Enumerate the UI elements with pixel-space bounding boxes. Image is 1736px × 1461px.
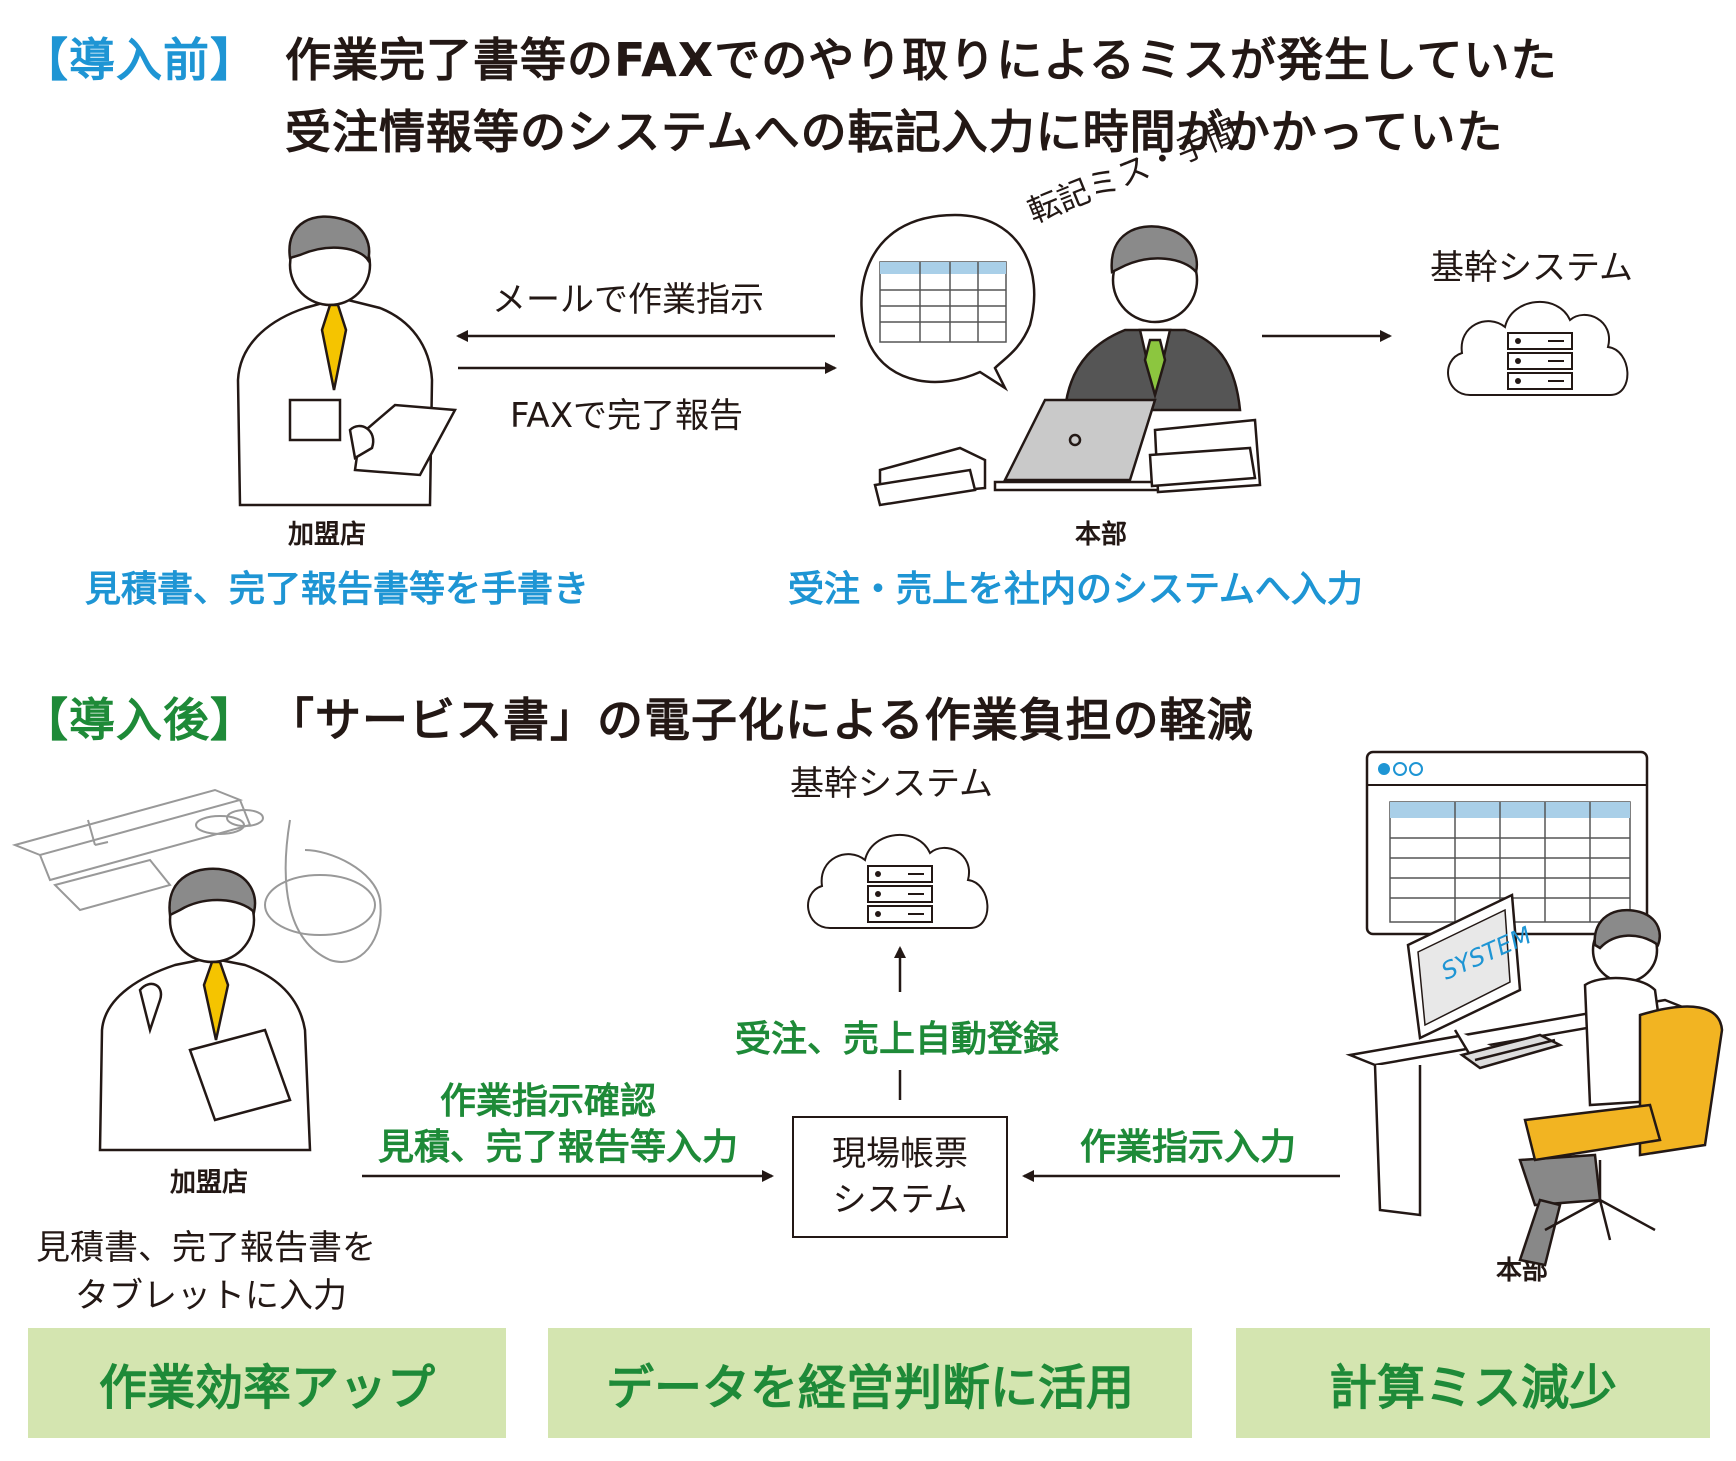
center-box-line1: 現場帳票 [832,1134,968,1174]
after-cloud-server-icon [807,833,989,929]
field-form-system-box: 現場帳票 システム [792,1116,1008,1238]
before-heading-line1: 作業完了書等のFAXでのやり取りによるミスが発生していた [285,33,1558,87]
before-hq-label: 本部 [1075,520,1128,550]
before-franchise-label: 加盟店 [288,520,367,550]
after-franchise-label: 加盟店 [170,1168,249,1198]
left-arrow-label-1: 作業指示確認 [440,1081,657,1122]
after-system-label: 基幹システム [790,764,993,804]
worker-with-tablet-icon [236,215,458,507]
franchise-worker-tablet-icon [98,867,312,1152]
mail-instruction-label: メールで作業指示 [492,280,764,320]
office-worker-at-pc-icon [1345,893,1724,1267]
kitchen-toilet-icon [11,788,382,963]
before-heading-line2: 受注情報等のシステムへの転記入力に時間がかかっていた [285,105,1504,159]
after-heading: 「サービス書」の電子化による作業負担の軽減 [268,693,1254,747]
right-arrow-label: 作業指示入力 [1080,1127,1297,1168]
after-franchise-caption-1: 見積書、完了報告書を [36,1228,376,1268]
benefit-fewer-errors: 計算ミス減少 [1236,1328,1710,1438]
center-box-line2: システム [832,1180,968,1220]
after-tag: 【導入後】 [22,693,257,747]
before-tag: 【導入前】 [22,33,257,87]
benefit-efficiency: 作業効率アップ [28,1328,506,1438]
manager-at-laptop-icon [873,225,1262,507]
franchise-caption: 見積書、完了報告書等を手書き [85,569,590,610]
auto-register-label: 受注、売上自動登録 [735,1019,1060,1060]
hq-caption: 受注・売上を社内のシステムへ入力 [788,569,1363,610]
benefit-data-usage: データを経営判断に活用 [548,1328,1192,1438]
hq-monitor-table-icon [1365,750,1649,936]
left-arrow-label-2: 見積、完了報告等入力 [378,1127,739,1168]
before-cloud-server-icon [1447,300,1629,396]
after-franchise-caption-2: タブレットに入力 [75,1276,347,1316]
speech-bubble-table-icon [860,213,1036,392]
before-system-label: 基幹システム [1430,248,1633,288]
fax-report-label: FAXで完了報告 [510,396,743,436]
